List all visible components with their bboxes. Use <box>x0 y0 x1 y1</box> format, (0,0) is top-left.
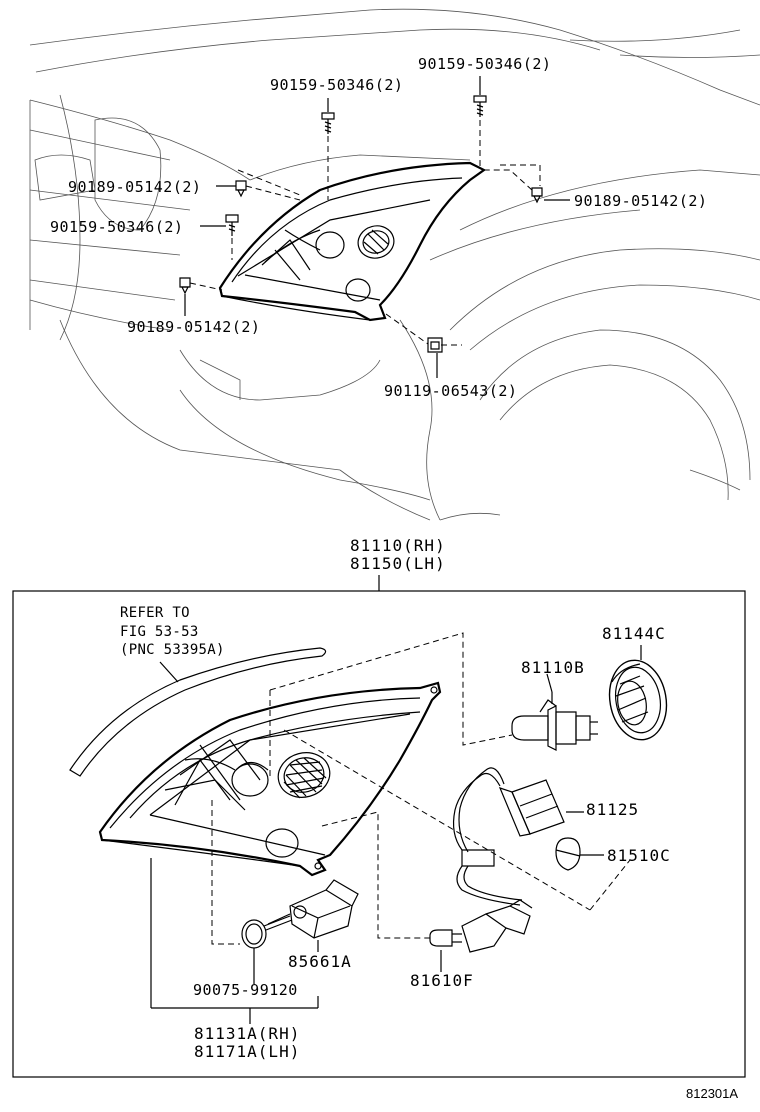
callout-actuator: 85661A <box>288 952 352 971</box>
leaders-detail <box>150 632 642 1024</box>
bulb-81110B <box>511 692 598 751</box>
callout-bulb-small: 81610F <box>410 971 474 990</box>
callout-oring: 90075-99120 <box>193 981 298 999</box>
detail-frame <box>12 590 746 1078</box>
fasteners-top <box>179 95 543 353</box>
callout-bolt-top-right: 90159-50346(2) <box>418 55 552 73</box>
socket-81125 <box>452 767 565 906</box>
callout-bulb-wedge: 81510C <box>607 846 671 865</box>
actuator-85661A <box>263 879 359 939</box>
callout-headlamp-lh: 81150(LH) <box>350 554 446 573</box>
callout-bulb-main: 81110B <box>521 658 585 677</box>
bulb-81510C <box>555 837 581 871</box>
vehicle-body-outline <box>29 8 760 521</box>
gasket-strip <box>69 647 327 777</box>
cover-81144C <box>608 659 668 741</box>
note-refer-line2: FIG 53-53 <box>120 624 199 640</box>
callout-headlamp-rh: 81110(RH) <box>350 536 446 555</box>
note-refer-line1: REFER TO <box>120 605 190 621</box>
callout-cover: 81144C <box>602 624 666 643</box>
figure-code: 812301A <box>686 1086 739 1101</box>
headlamp-detail <box>98 681 442 877</box>
callout-sub-lh: 81171A(LH) <box>194 1042 301 1061</box>
headlamp-installed-outline <box>218 161 487 322</box>
callout-bolt-top-center: 90159-50346(2) <box>270 76 404 94</box>
callout-screw-lower-left: 90189-05142(2) <box>127 318 261 336</box>
callout-screw-right: 90189-05142(2) <box>574 192 708 210</box>
callout-bolt-left: 90159-50346(2) <box>50 218 184 236</box>
leaders-top <box>184 76 570 378</box>
oring-90075-99120 <box>241 919 267 949</box>
socket-81610F <box>429 899 533 953</box>
callout-nut-clip: 90119-06543(2) <box>384 382 518 400</box>
callout-sub-rh: 81131A(RH) <box>194 1024 301 1043</box>
callout-socket: 81125 <box>586 800 640 819</box>
callout-screw-upper-left: 90189-05142(2) <box>68 178 202 196</box>
note-refer-line3: (PNC 53395A) <box>120 642 225 658</box>
